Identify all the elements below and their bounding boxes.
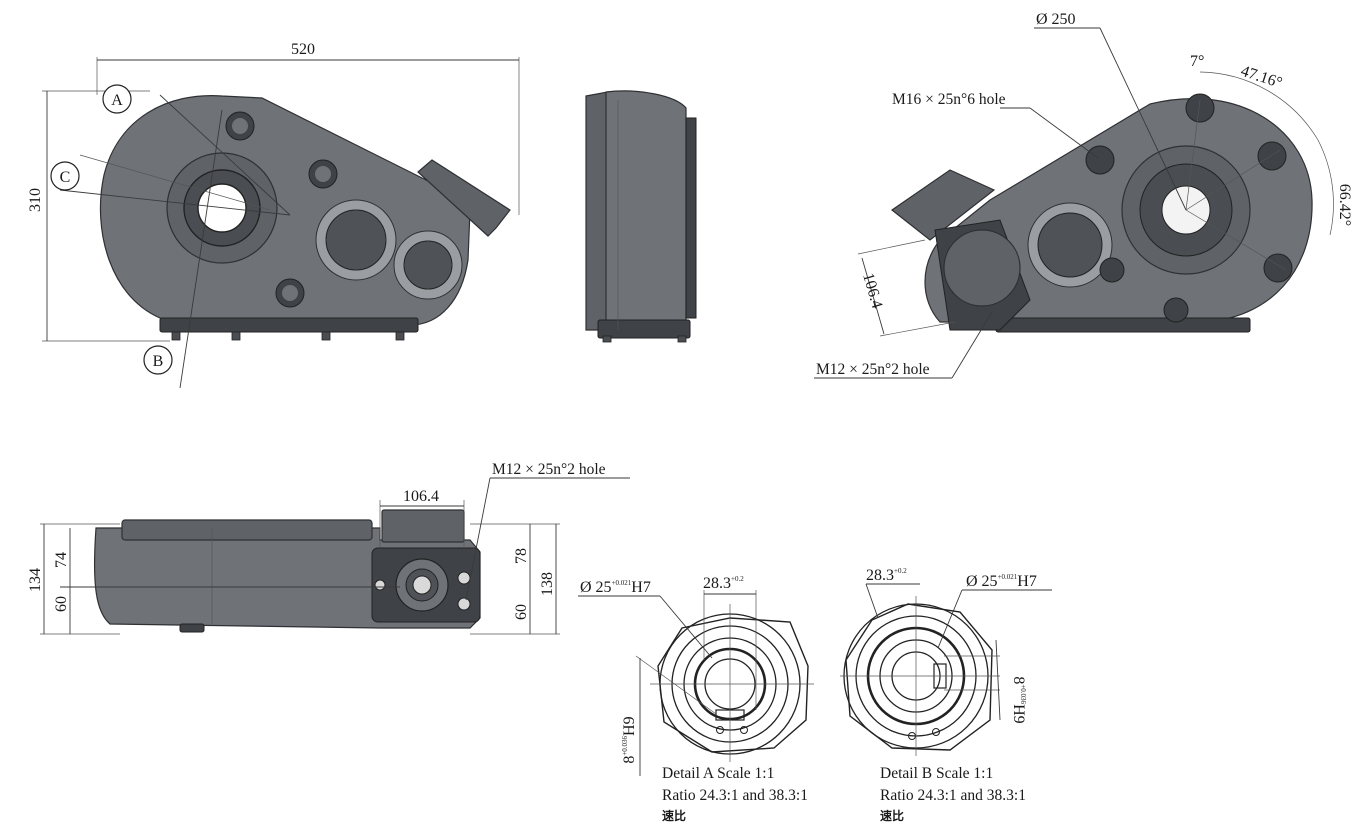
- detail-b-caption-1: Detail B Scale 1:1: [880, 765, 993, 782]
- callout-a: [102, 84, 132, 114]
- rear-dist: 106.4: [859, 271, 885, 310]
- detail-b-key-width: 8+0.036H9: [1010, 676, 1027, 723]
- detail-b: 28.3+0.2 Ø 25+0.021H7 8+0.036H9 Detail B…: [840, 567, 1052, 823]
- front-height-dim: 310: [27, 188, 44, 212]
- callout-a-label: A: [111, 92, 123, 109]
- rear-view: Ø 250 M16 × 25n°6 hole 7° 47.16° 66.42° …: [814, 11, 1353, 379]
- detail-b-bore: Ø 25+0.021H7: [966, 573, 1037, 590]
- detail-a-bore: Ø 25+0.021H7: [580, 579, 651, 596]
- detail-a-key-width: 8+0.036H9: [621, 716, 638, 763]
- detail-a-caption-3: 速比: [662, 808, 686, 823]
- detail-a-caption-2: Ratio 24.3:1 and 38.3:1: [662, 787, 808, 804]
- top-h-total-right: 138: [539, 572, 556, 596]
- callout-c-label: C: [60, 169, 71, 186]
- top-h-lower-right: 60: [513, 604, 530, 620]
- detail-a: 28.3+0.2 Ø 25+0.021H7 8+0.036H9 Detail A…: [578, 575, 814, 823]
- detail-b-key-depth: 28.3+0.2: [866, 567, 907, 584]
- detail-b-caption-2: Ratio 24.3:1 and 38.3:1: [880, 787, 1026, 804]
- top-view: 134 74 60 78 60 138 106.4 M12 × 25n°2 ho…: [27, 461, 630, 635]
- top-h-upper-left: 74: [53, 552, 70, 568]
- rear-bolt-dia: Ø 250: [1036, 11, 1076, 28]
- detail-b-caption-3: 速比: [880, 808, 904, 823]
- front-view: 520 310: [27, 41, 520, 389]
- detail-a-key-depth: 28.3+0.2: [703, 575, 744, 592]
- top-h-lower-left: 60: [53, 596, 70, 612]
- top-dist: 106.4: [403, 488, 439, 505]
- rear-hole-m12: M12 × 25n°2 hole: [816, 361, 930, 378]
- rear-hole-m16: M16 × 25n°6 hole: [892, 91, 1006, 108]
- callout-b-label: B: [153, 353, 164, 370]
- rear-angle-6642: 66.42°: [1336, 184, 1353, 226]
- front-width-dim: 520: [291, 41, 315, 58]
- callout-b: [143, 345, 173, 375]
- top-hole: M12 × 25n°2 hole: [492, 461, 606, 478]
- callout-c: [50, 161, 80, 191]
- rear-angle-7: 7°: [1190, 53, 1204, 70]
- top-h-total-left: 134: [27, 568, 44, 592]
- detail-a-caption-1: Detail A Scale 1:1: [662, 765, 774, 782]
- side-view: [585, 90, 697, 343]
- top-h-upper-right: 78: [513, 548, 530, 564]
